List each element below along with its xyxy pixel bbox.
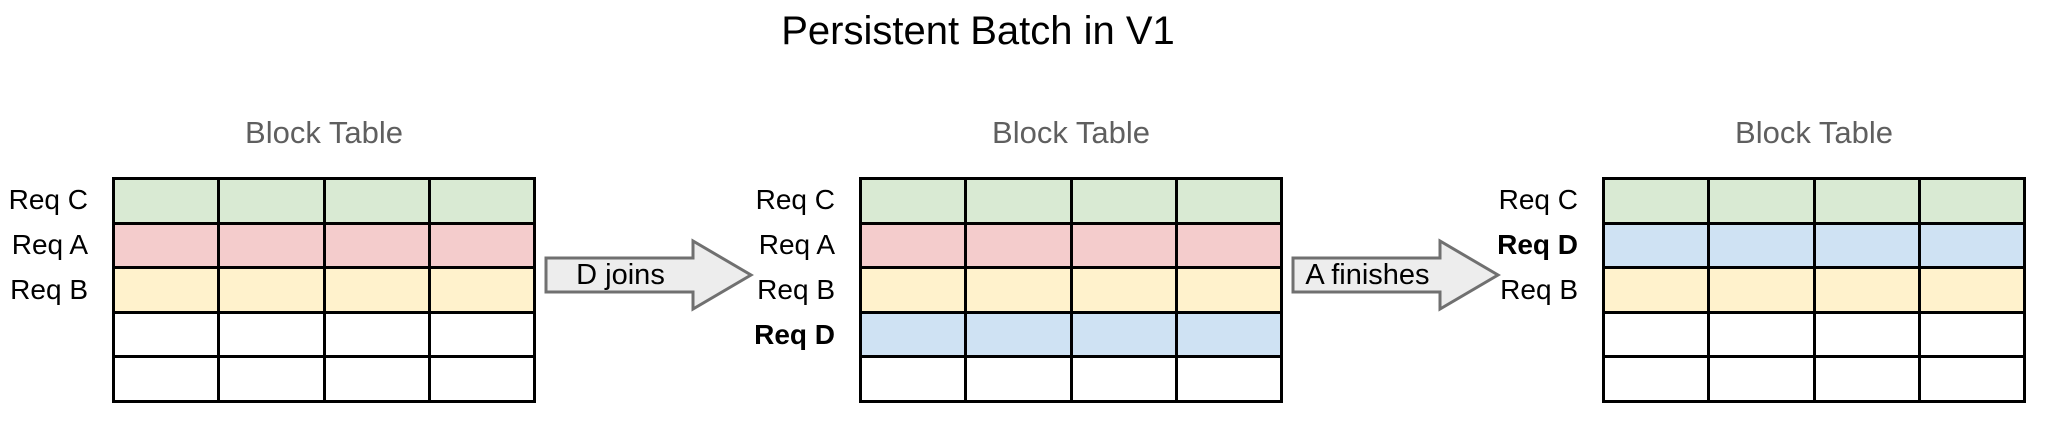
block-grid (1602, 177, 2026, 403)
block-cell (115, 269, 218, 311)
block-cell (862, 358, 965, 400)
block-cell (115, 358, 218, 400)
block-cell (1710, 313, 1813, 356)
block-cell (1177, 269, 1280, 311)
block-cell (1072, 313, 1175, 356)
block-table-heading: Block Table (245, 115, 403, 150)
block-cell (325, 358, 428, 400)
block-cell (430, 224, 533, 267)
block-cell (1920, 224, 2023, 267)
block-cell (1920, 180, 2023, 222)
row-label-req-c: Req C (755, 184, 835, 215)
block-cell (430, 180, 533, 222)
block-cell (1815, 313, 1918, 356)
block-cell (325, 180, 428, 222)
row-label-req-a: Req A (758, 229, 835, 260)
block-table-panel-1: Block Table Req C Req A Req B (9, 115, 536, 403)
block-cell (1710, 180, 1813, 222)
block-cell (967, 358, 1070, 400)
transition-arrow-d-joins: D joins (544, 238, 754, 312)
block-cell (862, 224, 965, 267)
row-label-req-c: Req C (8, 184, 88, 215)
block-cell (1710, 269, 1813, 311)
block-table-panel-3: Block Table Req C Req D Req B (1497, 115, 2026, 403)
block-grid (112, 177, 536, 403)
block-cell (325, 269, 428, 311)
arrow-label: D joins (576, 259, 665, 291)
block-cell (1710, 224, 1813, 267)
block-table-panel-2: Block Table Req C Req A Req B Req D (754, 115, 1283, 403)
block-cell (325, 313, 428, 356)
row-label-req-c: Req C (1498, 184, 1578, 215)
block-cell (1072, 269, 1175, 311)
block-cell (1177, 358, 1280, 400)
row-label-req-a: Req A (11, 229, 88, 260)
block-cell (967, 224, 1070, 267)
block-cell (862, 269, 965, 311)
block-cell (115, 180, 218, 222)
block-cell (325, 224, 428, 267)
block-cell (220, 358, 323, 400)
block-cell (115, 224, 218, 267)
block-grid (859, 177, 1283, 403)
block-cell (967, 313, 1070, 356)
block-cell (1605, 269, 1708, 311)
block-cell (1920, 313, 2023, 356)
block-cell (1815, 180, 1918, 222)
block-cell (220, 269, 323, 311)
row-label-req-d: Req D (1497, 229, 1578, 260)
block-cell (430, 358, 533, 400)
block-cell (1072, 180, 1175, 222)
block-cell (1072, 358, 1175, 400)
block-cell (430, 313, 533, 356)
block-cell (430, 269, 533, 311)
block-cell (1815, 224, 1918, 267)
block-arrow-icon (1291, 238, 1501, 312)
block-cell (1177, 313, 1280, 356)
block-cell (1815, 358, 1918, 400)
block-cell (1605, 358, 1708, 400)
row-label-req-b: Req B (10, 274, 88, 305)
row-label-req-b: Req B (757, 274, 835, 305)
block-cell (115, 313, 218, 356)
block-cell (1920, 358, 2023, 400)
block-table-heading: Block Table (1735, 115, 1893, 150)
block-cell (1177, 180, 1280, 222)
block-cell (1920, 269, 2023, 311)
diagram-title: Persistent Batch in V1 (781, 9, 1175, 53)
transition-arrow-a-finishes: A finishes (1291, 238, 1501, 312)
block-cell (1605, 180, 1708, 222)
block-cell (862, 180, 965, 222)
block-cell (862, 313, 965, 356)
block-cell (967, 269, 1070, 311)
row-label-req-b: Req B (1500, 274, 1578, 305)
block-cell (220, 180, 323, 222)
arrow-label: A finishes (1305, 259, 1430, 291)
block-cell (220, 313, 323, 356)
block-cell (1605, 313, 1708, 356)
block-arrow-icon (544, 238, 754, 312)
block-cell (1710, 358, 1813, 400)
row-label-req-d: Req D (754, 319, 835, 350)
block-cell (1072, 224, 1175, 267)
block-table-heading: Block Table (992, 115, 1150, 150)
block-cell (220, 224, 323, 267)
block-cell (967, 180, 1070, 222)
block-cell (1815, 269, 1918, 311)
block-cell (1605, 224, 1708, 267)
block-cell (1177, 224, 1280, 267)
